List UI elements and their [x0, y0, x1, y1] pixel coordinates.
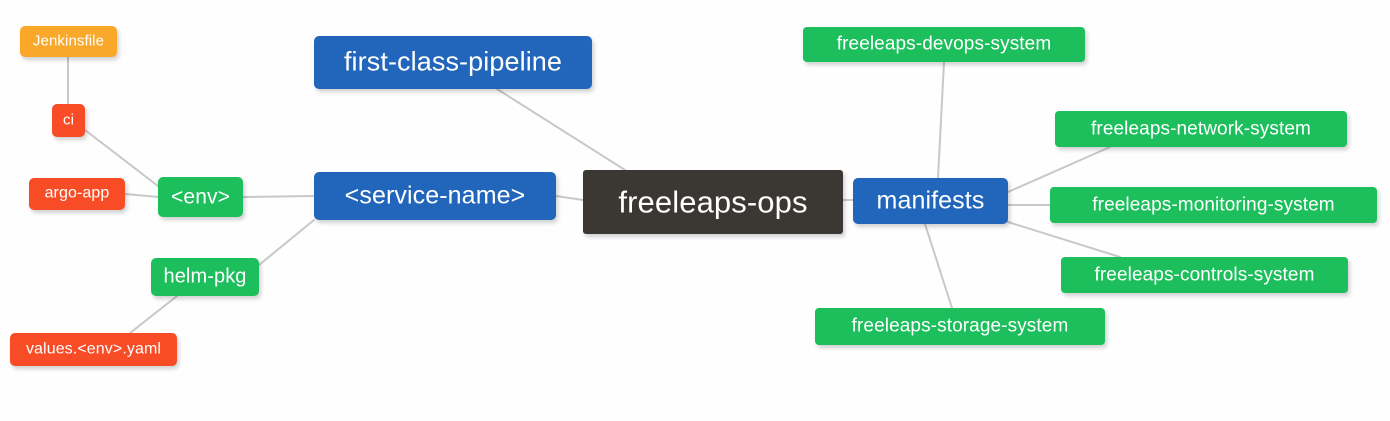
mindmap-node-jenkinsfile[interactable]: Jenkinsfile: [20, 26, 117, 57]
mindmap-node-root[interactable]: freeleaps-ops: [583, 170, 843, 234]
edge-manifests-to-freeleaps-devops-system: [937, 61, 945, 179]
mindmap-node-freeleaps-storage-system[interactable]: freeleaps-storage-system: [815, 308, 1105, 345]
edge-service-name-to-helm-pkg: [258, 219, 315, 266]
node-label-argo-app: argo-app: [44, 184, 110, 202]
edge-env-to-service-name: [242, 195, 315, 198]
mindmap-node-service-name[interactable]: <service-name>: [314, 172, 556, 220]
node-label-helm-pkg: helm-pkg: [163, 265, 247, 288]
edge-manifests-to-freeleaps-storage-system: [924, 223, 953, 309]
mindmap-node-freeleaps-controls-system[interactable]: freeleaps-controls-system: [1061, 257, 1348, 293]
mindmap-node-first-class-pipeline[interactable]: first-class-pipeline: [314, 36, 592, 89]
node-label-ci: ci: [62, 111, 75, 129]
node-label-jenkinsfile: Jenkinsfile: [32, 32, 105, 50]
node-label-values-env-yaml: values.<env>.yaml: [25, 340, 162, 357]
mindmap-node-values-env-yaml[interactable]: values.<env>.yaml: [10, 333, 177, 366]
mindmap-node-env[interactable]: <env>: [158, 177, 243, 217]
node-label-freeleaps-monitoring-system: freeleaps-monitoring-system: [1092, 194, 1335, 215]
edge-first-class-pipeline-to-root: [496, 88, 626, 171]
mindmap-node-helm-pkg[interactable]: helm-pkg: [151, 258, 259, 296]
mindmap-node-freeleaps-monitoring-system[interactable]: freeleaps-monitoring-system: [1050, 187, 1377, 223]
node-label-service-name: <service-name>: [344, 181, 526, 209]
mindmap-node-manifests[interactable]: manifests: [853, 178, 1008, 224]
node-label-freeleaps-controls-system: freeleaps-controls-system: [1094, 264, 1315, 285]
node-label-freeleaps-devops-system: freeleaps-devops-system: [836, 33, 1052, 55]
node-label-root: freeleaps-ops: [618, 184, 808, 219]
node-label-env: <env>: [171, 185, 230, 208]
node-label-freeleaps-storage-system: freeleaps-storage-system: [851, 315, 1069, 337]
node-label-first-class-pipeline: first-class-pipeline: [343, 46, 563, 77]
edge-manifests-to-freeleaps-controls-system: [1007, 221, 1121, 258]
edge-manifests-to-freeleaps-network-system: [1007, 146, 1111, 193]
mindmap-node-ci[interactable]: ci: [52, 104, 85, 137]
edge-service-name-to-root: [555, 195, 584, 201]
node-label-freeleaps-network-system: freeleaps-network-system: [1091, 118, 1311, 139]
mindmap-node-freeleaps-devops-system[interactable]: freeleaps-devops-system: [803, 27, 1085, 62]
mindmap-node-freeleaps-network-system[interactable]: freeleaps-network-system: [1055, 111, 1347, 147]
edge-helm-pkg-to-values-env-yaml: [129, 295, 178, 334]
mindmap-node-argo-app[interactable]: argo-app: [29, 178, 125, 210]
edge-argo-app-to-env: [124, 193, 159, 198]
node-label-manifests: manifests: [876, 186, 985, 214]
